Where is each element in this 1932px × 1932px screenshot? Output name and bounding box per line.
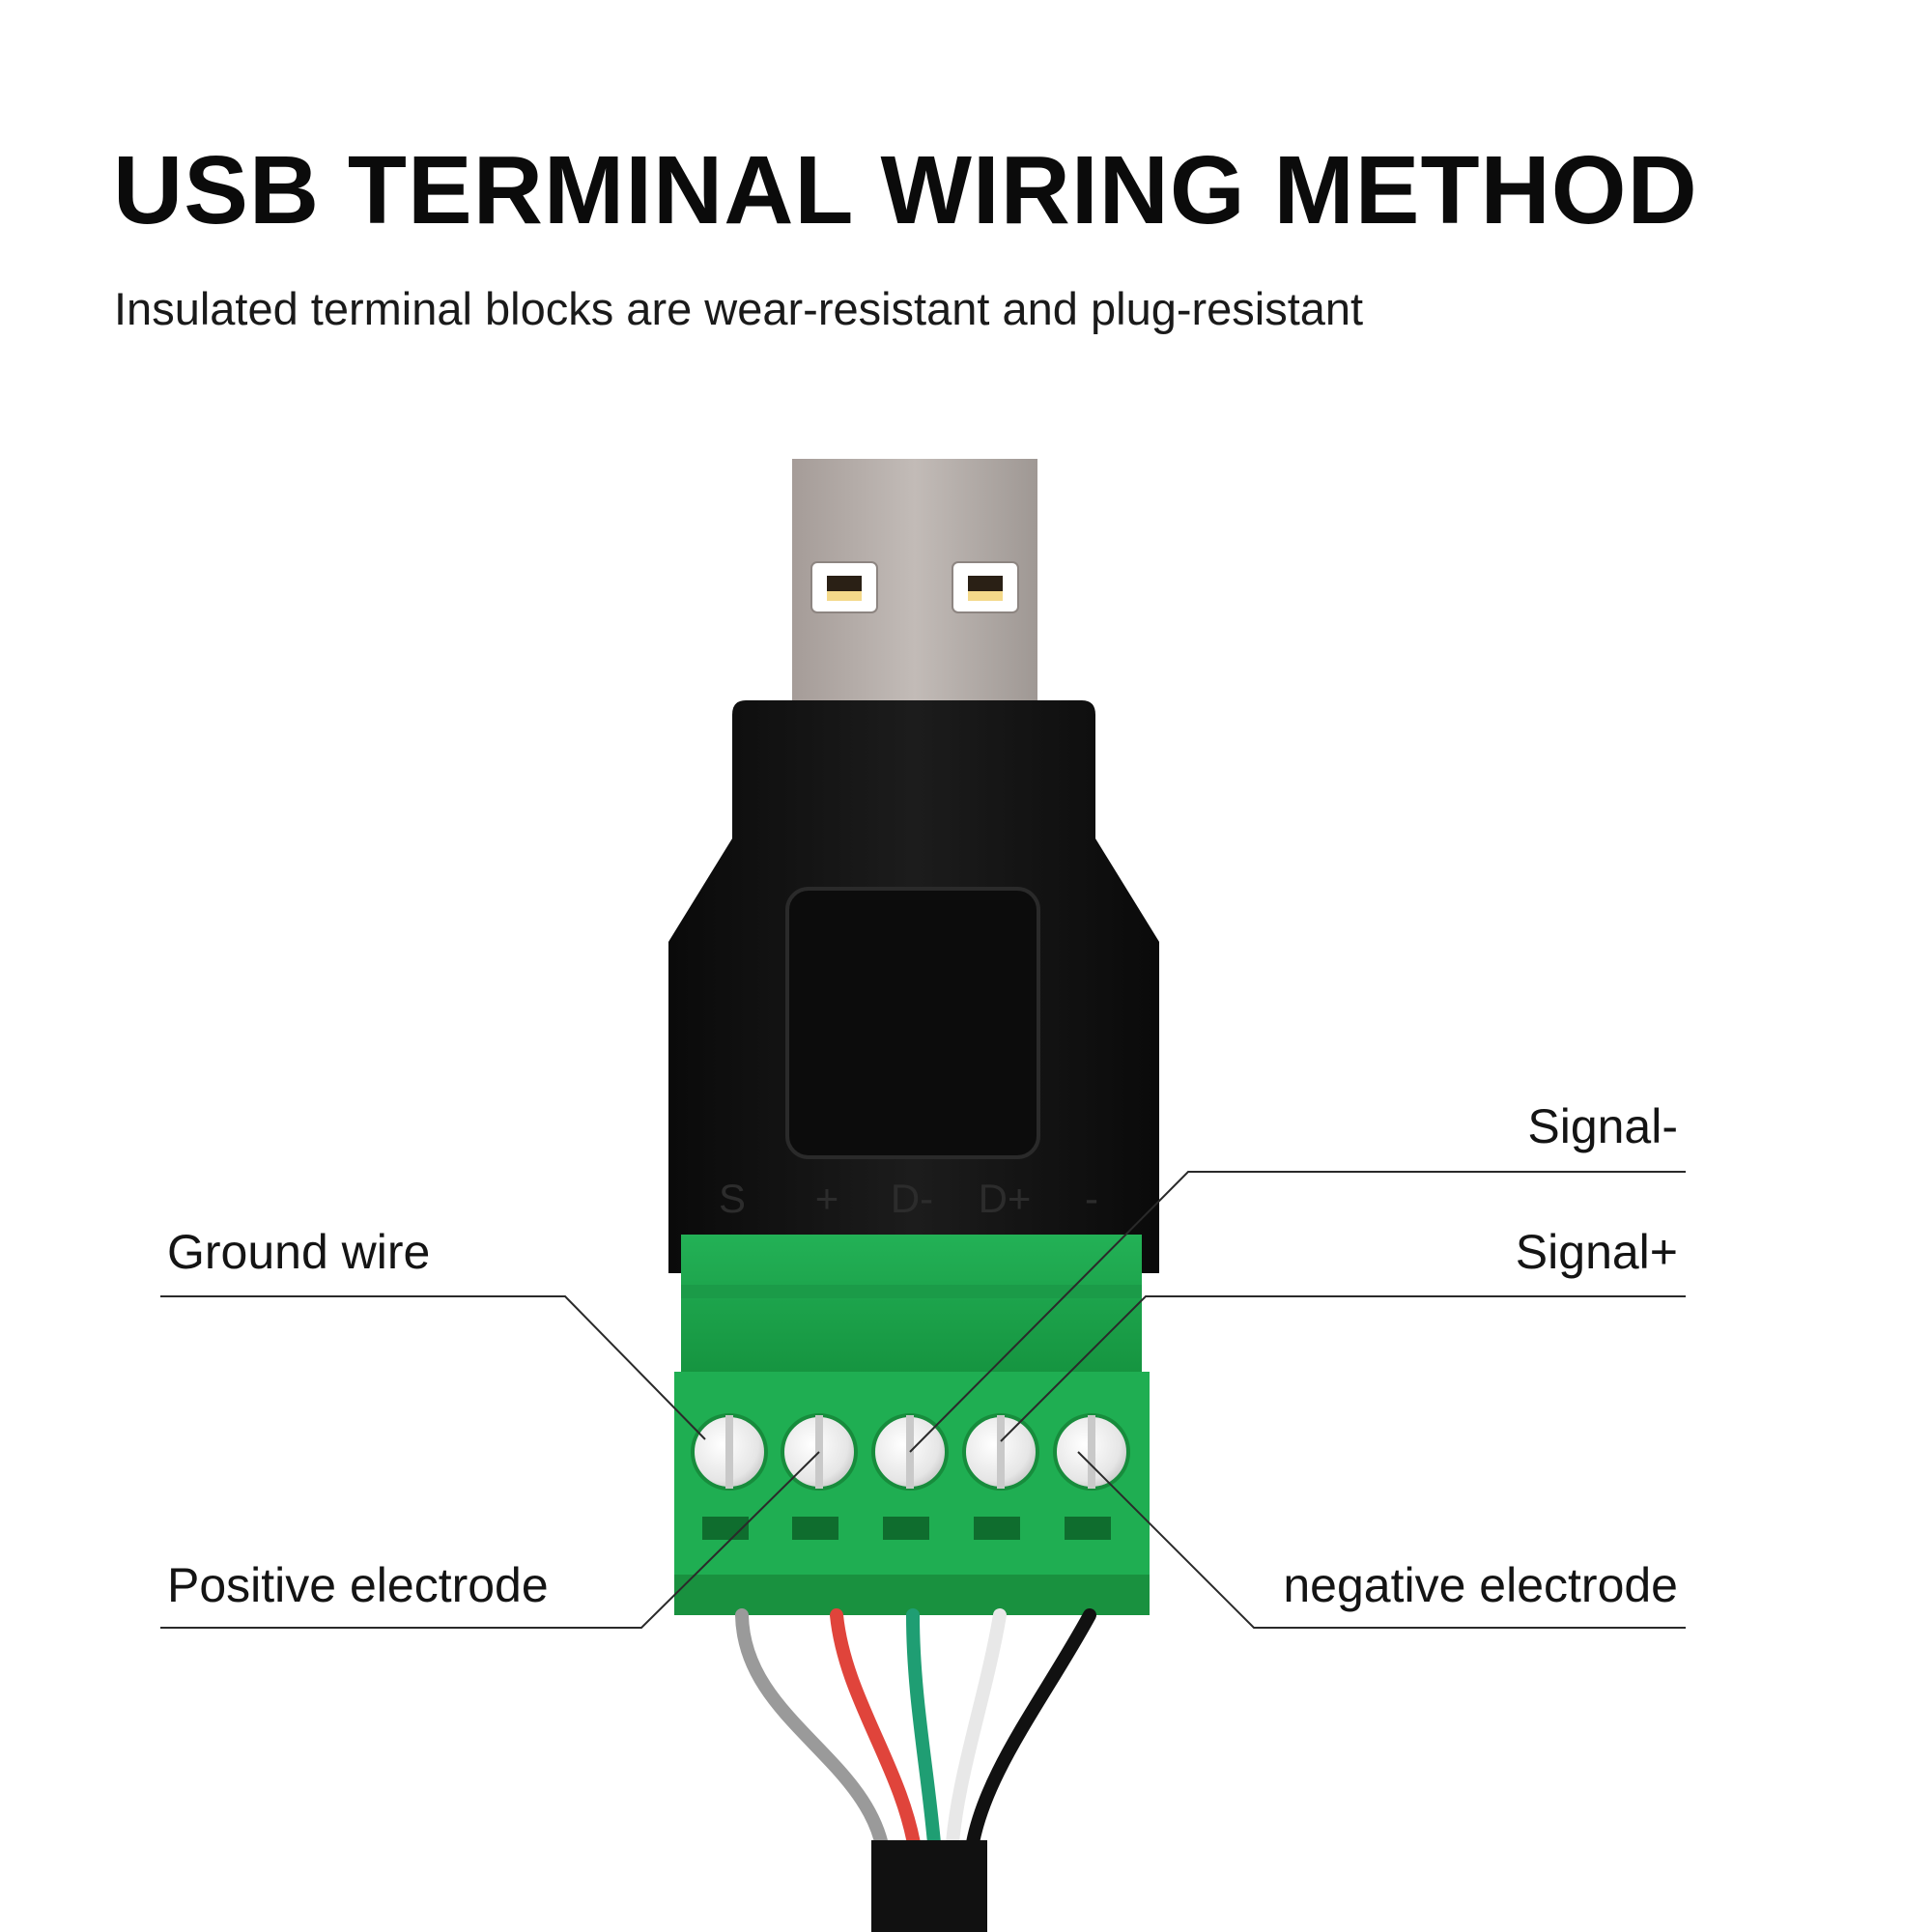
label-signal-plus: Signal+ — [1515, 1225, 1678, 1279]
pin-mark-minus: - — [1085, 1176, 1098, 1221]
leader-negative-electrode — [1077, 1451, 1686, 1629]
label-negative-electrode: negative electrode — [1283, 1558, 1678, 1612]
screw-signal-plus — [962, 1413, 1039, 1540]
wire-ground — [735, 1608, 891, 1861]
screw-ground — [691, 1413, 768, 1540]
page-title: USB TERMINAL WIRING METHOD — [113, 136, 1698, 244]
label-signal-minus: Signal- — [1527, 1099, 1678, 1153]
pin-mark-s: S — [719, 1176, 746, 1221]
wires — [735, 1608, 1096, 1932]
wire-green — [906, 1608, 942, 1861]
usb-plug — [792, 459, 1037, 708]
wire-white — [945, 1608, 1007, 1861]
wire-red — [830, 1608, 923, 1861]
leader-ground-wire — [160, 1295, 706, 1440]
leader-signal-minus — [909, 1171, 1686, 1453]
pin-mark-d-minus: D- — [891, 1176, 933, 1221]
pin-mark-d-plus: D+ — [979, 1176, 1032, 1221]
cable-jacket — [871, 1840, 987, 1932]
pin-markings: S + D- D+ - — [719, 1176, 1098, 1221]
wire-black — [964, 1608, 1096, 1861]
leader-signal-plus — [1000, 1295, 1686, 1442]
label-ground-wire: Ground wire — [167, 1225, 431, 1279]
label-positive-electrode: Positive electrode — [167, 1558, 549, 1612]
pin-mark-plus: + — [815, 1176, 839, 1221]
leader-positive-electrode — [160, 1451, 820, 1629]
page-subtitle: Insulated terminal blocks are wear-resis… — [114, 283, 1364, 334]
terminal-block — [674, 1235, 1150, 1615]
screw-negative — [1053, 1413, 1130, 1540]
connector-housing — [668, 700, 1159, 1273]
callout-lines — [160, 1171, 1686, 1629]
